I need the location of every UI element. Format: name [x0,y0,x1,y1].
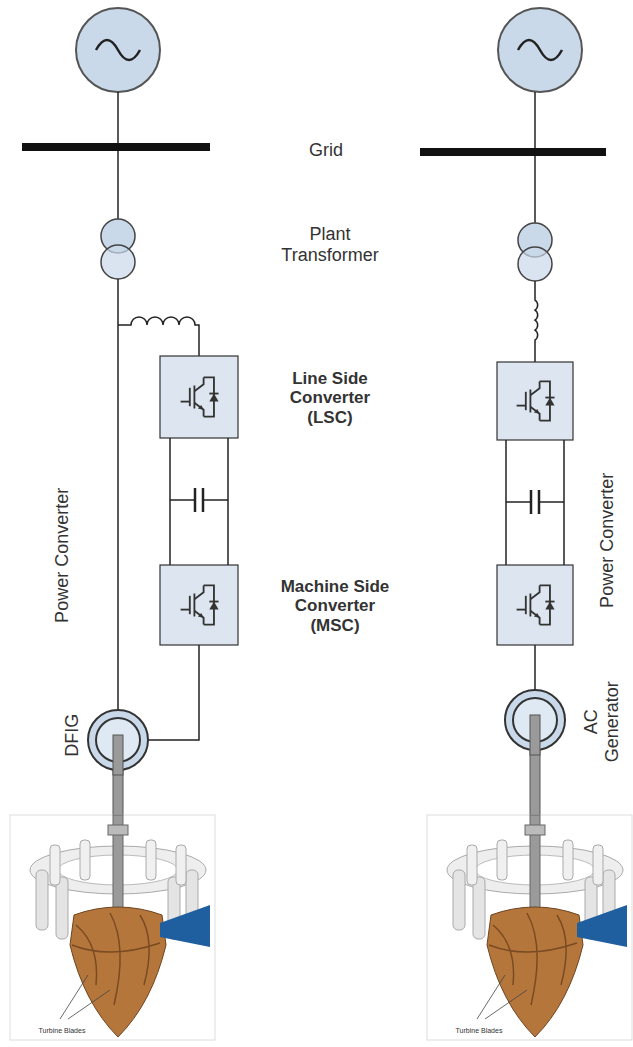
igbt-symbol [181,585,219,624]
grid-source-circle [498,8,582,92]
wire [534,92,536,148]
grid-source [10,8,238,1040]
converter-box [497,362,573,440]
part-label: Turbine Blades [27,1027,97,1035]
part-label: Turbine Blades [444,1027,514,1035]
bus-label: Grid [281,140,371,161]
turbine-illustration [10,815,215,1040]
transformer-winding [518,247,552,281]
generator-label: DFIG [62,695,83,775]
wire [117,279,119,710]
dc-link [170,438,228,565]
transformer-winding [101,245,135,279]
turbine-illustration [427,815,632,1040]
converter-label: Power Converter [52,455,73,655]
sine-symbol [96,40,140,60]
sine-symbol [518,40,562,60]
igbt-symbol [517,381,555,420]
converter-box [497,565,573,645]
shaft [530,715,540,755]
wire [117,151,119,219]
wire [534,645,536,690]
converter-name: Machine Side Converter (MSC) [270,577,400,636]
converter-name: Line Side Converter (LSC) [280,369,380,428]
generator-label: AC Generator [581,677,622,767]
grid-source-circle [76,8,160,92]
converter-box [160,356,238,438]
igbt-symbol [517,585,555,624]
transformer-label: Plant Transformer [275,224,385,265]
bus-bar [420,148,606,156]
inductor [535,281,538,362]
converter-box [160,565,238,645]
rotor-wire [148,645,199,740]
shaft [113,735,123,775]
inductor [118,317,199,356]
wire [534,156,536,223]
bus-bar [22,143,210,151]
full-converter-branch [420,8,632,1040]
converter-label: Power Converter [597,440,618,640]
igbt-symbol [181,377,219,416]
wire [117,92,119,147]
dc-link [506,440,564,565]
